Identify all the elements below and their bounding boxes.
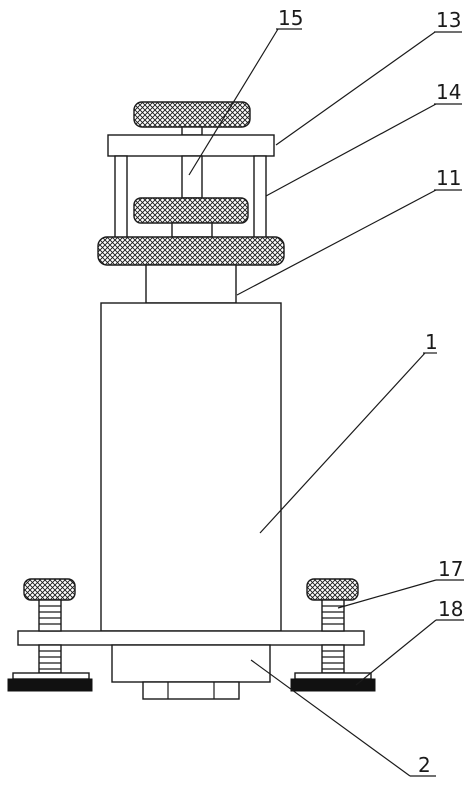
left-foot-knob <box>23 578 76 601</box>
label-17: 17 <box>436 557 464 581</box>
middle-knurled-nut <box>133 197 249 224</box>
middle-nut-neck <box>171 222 213 238</box>
left-foot-screw-threads-upper <box>39 605 61 625</box>
top-plate <box>107 134 275 157</box>
left-leveling-foot <box>7 578 93 692</box>
top-adjuster-assembly <box>97 101 285 304</box>
leader-14 <box>265 103 437 197</box>
svg-text:14: 14 <box>436 80 461 104</box>
svg-text:1: 1 <box>425 330 438 354</box>
svg-text:18: 18 <box>438 597 463 621</box>
main-cylinder-body <box>100 302 282 632</box>
label-18: 18 <box>436 597 464 621</box>
leader-13 <box>275 31 436 146</box>
leader-11 <box>236 189 437 296</box>
leader-15 <box>188 28 279 176</box>
svg-text:11: 11 <box>436 166 461 190</box>
svg-text:2: 2 <box>418 753 431 777</box>
collar <box>145 264 237 304</box>
right-foot-pad <box>290 678 376 692</box>
label-14: 14 <box>434 80 462 105</box>
label-13: 13 <box>434 8 462 33</box>
svg-text:17: 17 <box>438 557 463 581</box>
top-knob-neck <box>181 126 203 136</box>
label-1: 1 <box>423 330 438 354</box>
right-foot-screw-threads-lower <box>322 650 344 670</box>
left-foot-pad <box>7 678 93 692</box>
leader-lines <box>188 28 437 777</box>
leader-18 <box>355 619 437 686</box>
right-post <box>253 155 267 241</box>
center-screw-rod <box>181 155 203 199</box>
right-foot-knob <box>306 578 359 601</box>
label-11: 11 <box>434 166 462 191</box>
left-foot-washer <box>12 672 90 680</box>
right-foot-screw-threads-upper <box>322 605 344 625</box>
left-post <box>114 155 128 241</box>
left-foot-screw-upper <box>38 599 62 632</box>
svg-text:13: 13 <box>436 8 461 32</box>
base-plate <box>17 630 365 646</box>
bottom-housing <box>111 644 271 683</box>
svg-text:15: 15 <box>278 6 303 30</box>
top-knurled-knob <box>133 101 251 128</box>
label-15: 15 <box>276 6 303 30</box>
base-assembly <box>17 630 365 700</box>
left-foot-screw-threads-lower <box>39 650 61 670</box>
label-2: 2 <box>410 753 436 777</box>
leader-17 <box>337 579 437 609</box>
right-foot-screw-upper <box>321 599 345 632</box>
large-knurled-ring <box>97 236 285 266</box>
leader-1 <box>259 352 426 534</box>
bottom-nut <box>142 681 240 700</box>
leader-2 <box>250 659 411 777</box>
right-foot-washer <box>294 672 372 680</box>
